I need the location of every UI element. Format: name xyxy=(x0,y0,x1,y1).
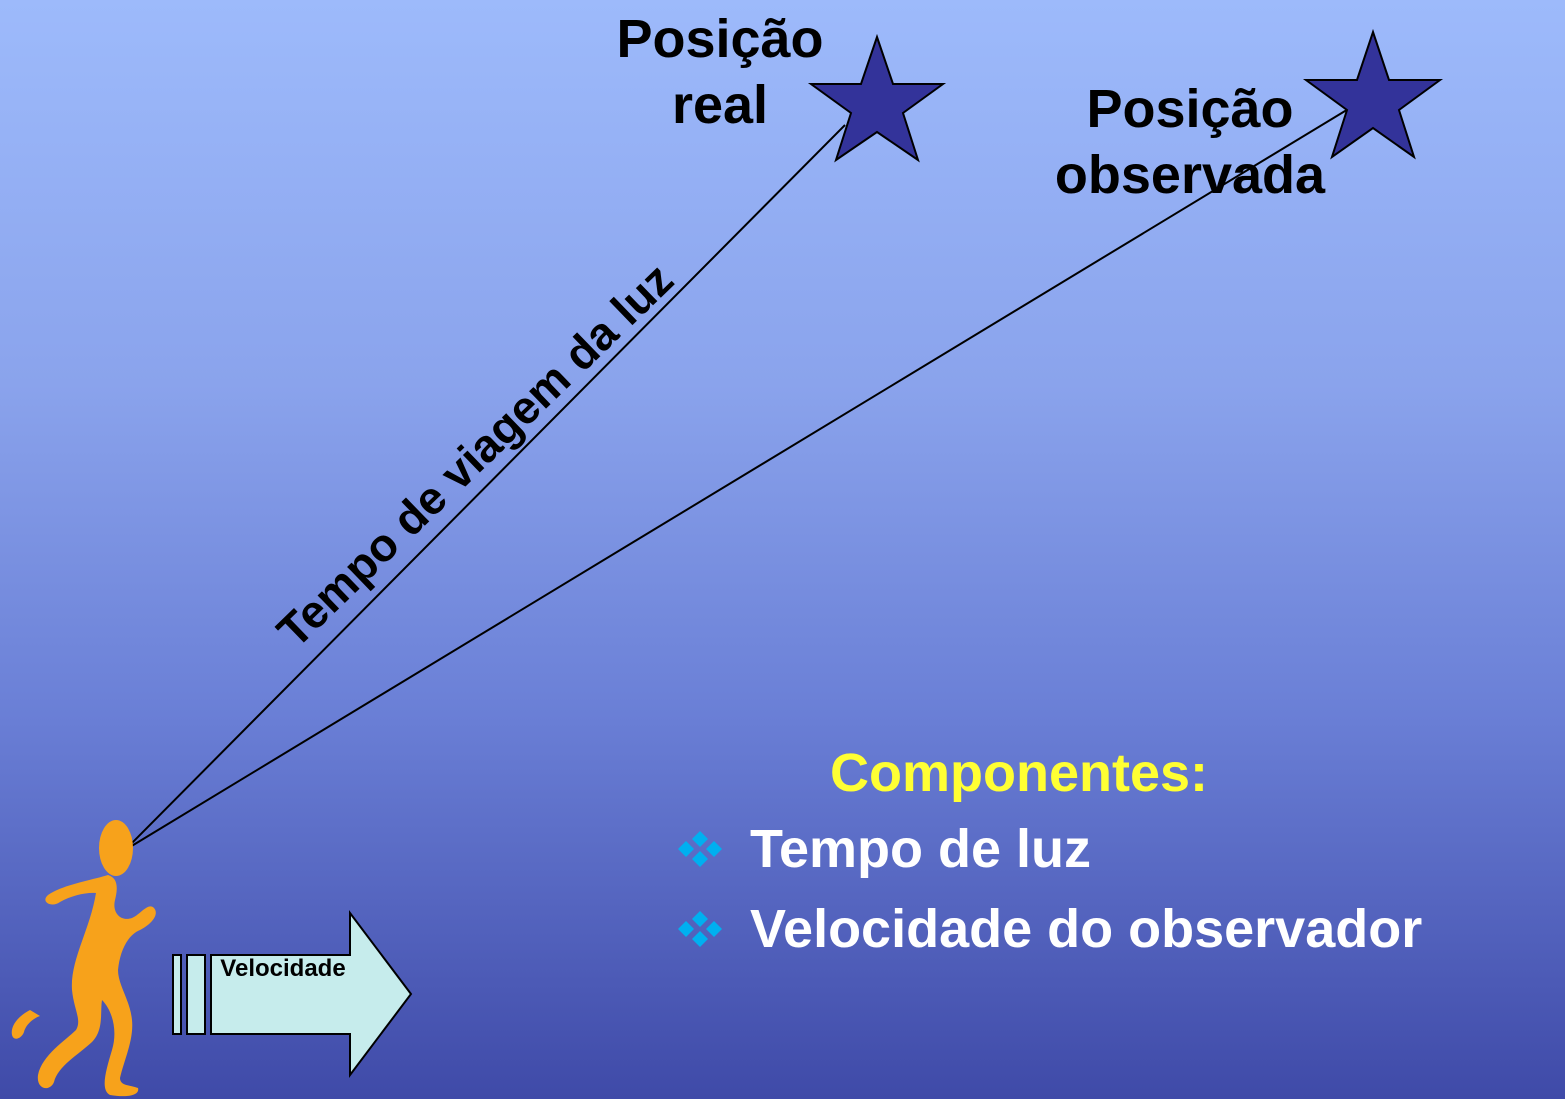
real-position-line2: real xyxy=(671,75,769,135)
diamond-bullet-icon xyxy=(678,831,722,867)
real-position-label: Posição real xyxy=(595,6,845,138)
diamond-bullet-icon xyxy=(678,911,722,947)
component-item-label: Velocidade do observador xyxy=(750,899,1423,959)
component-item-label: Tempo de luz xyxy=(750,819,1092,879)
component-item-observer-velocity: Velocidade do observador xyxy=(672,898,1422,960)
velocity-arrow xyxy=(172,910,413,1078)
line-to-observed-star xyxy=(124,107,1351,851)
real-position-line1: Posição xyxy=(616,9,824,69)
components-title: Componentes: xyxy=(830,743,1208,803)
observed-position-line2: observada xyxy=(1054,145,1326,205)
observed-position-label: Posição observada xyxy=(1020,76,1360,208)
component-item-light-time: Tempo de luz xyxy=(672,818,1091,880)
velocity-label: Velocidade xyxy=(220,955,346,982)
real-star-icon xyxy=(807,33,947,163)
observed-position-line1: Posição xyxy=(1086,79,1294,139)
line-to-real-star xyxy=(124,124,846,851)
observed-star-icon xyxy=(1302,28,1444,160)
observer-figure-icon xyxy=(11,820,156,1097)
